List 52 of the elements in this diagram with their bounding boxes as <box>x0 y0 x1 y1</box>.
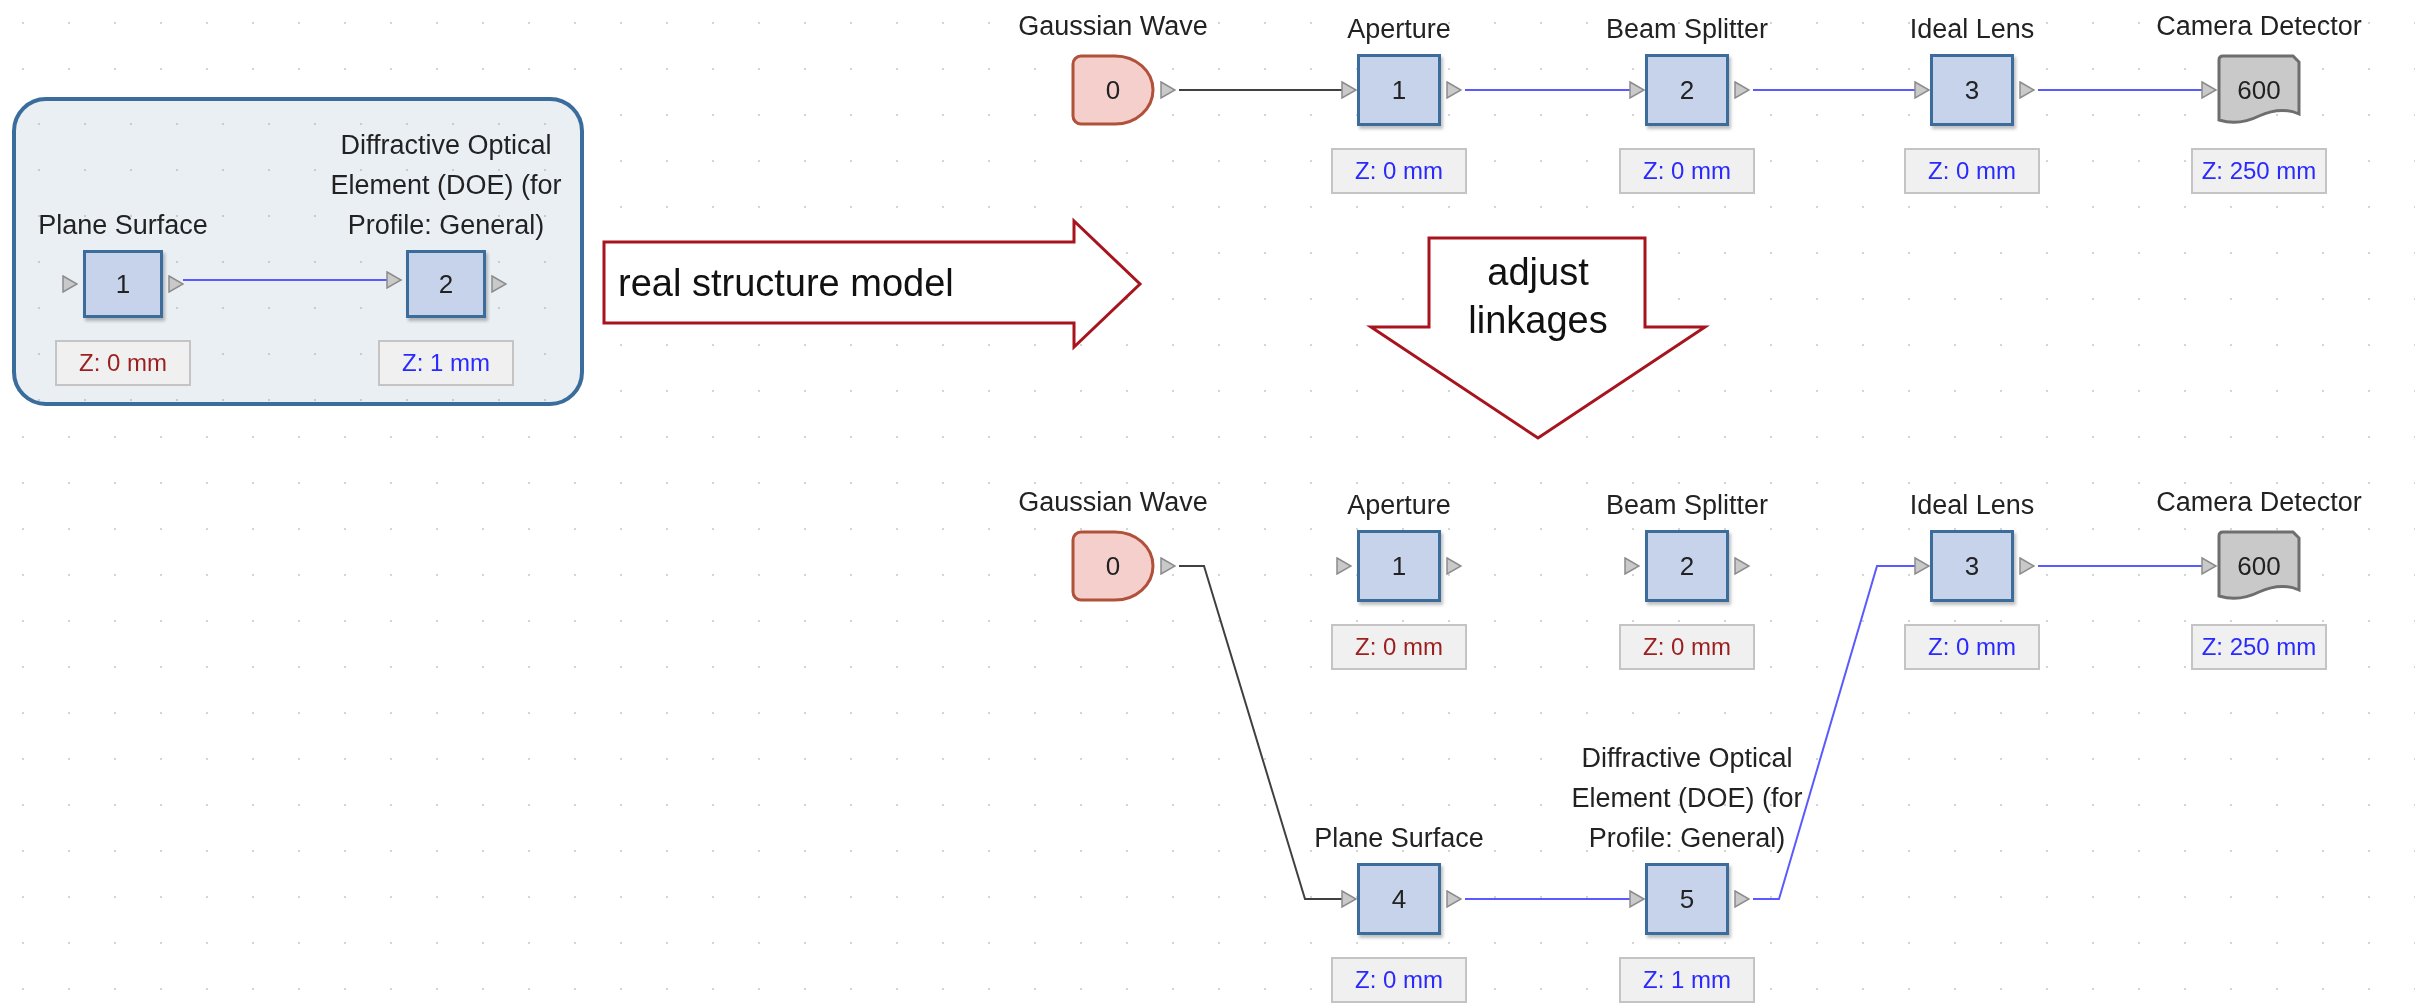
connector-arrow <box>1464 81 1645 99</box>
component-number: 2 <box>1679 74 1695 106</box>
component-title: Gaussian Wave <box>1017 486 1209 519</box>
group-panel <box>12 97 584 406</box>
component-title: Aperture <box>1346 489 1452 522</box>
z-position-label: Z: 250 mm <box>2191 624 2327 670</box>
z-position-label: Z: 0 mm <box>1619 148 1755 194</box>
arrow-label: real structure model <box>618 261 955 306</box>
connector-arrow <box>2037 81 2217 99</box>
z-position-label: Z: 0 mm <box>1331 148 1467 194</box>
component-title: Beam Splitter <box>1604 489 1770 522</box>
z-position-label: Z: 0 mm <box>1331 624 1467 670</box>
component-title: Plane Surface <box>1313 822 1485 855</box>
component-number: 1 <box>1391 74 1407 106</box>
connector-arrow <box>1178 81 1357 99</box>
component-number: 3 <box>1964 74 1980 106</box>
component-number: 0 <box>1105 74 1121 106</box>
component-number: 0 <box>1105 550 1121 582</box>
z-position-label: Z: 0 mm <box>1904 148 2040 194</box>
component-number: 1 <box>115 268 131 300</box>
z-position-label: Z: 0 mm <box>1619 624 1755 670</box>
component-number: 2 <box>438 268 454 300</box>
component-title: Diffractive Optical Element (DOE) (for Profile: General) <box>1570 742 1804 855</box>
component-title: Ideal Lens <box>1908 489 2036 522</box>
z-position-label: Z: 0 mm <box>55 340 191 386</box>
z-position-label: Z: 0 mm <box>1904 624 2040 670</box>
connector-arrow <box>1752 557 1930 900</box>
z-position-label: Z: 1 mm <box>1619 957 1755 1003</box>
arrow-label: adjust linkages <box>1467 250 1609 343</box>
component-number: 600 <box>2237 74 2281 106</box>
connector-arrow <box>1464 890 1645 908</box>
z-position-label: Z: 250 mm <box>2191 148 2327 194</box>
component-number: 600 <box>2237 550 2281 582</box>
component-number: 3 <box>1964 550 1980 582</box>
z-position-label: Z: 1 mm <box>378 340 514 386</box>
component-title: Ideal Lens <box>1908 13 2036 46</box>
component-number: 2 <box>1679 550 1695 582</box>
connector-arrow <box>1178 565 1357 908</box>
component-title: Camera Detector <box>2155 486 2363 519</box>
component-title: Diffractive Optical Element (DOE) (for Profile: General) <box>329 129 563 242</box>
connector-arrow <box>1752 81 1930 99</box>
component-title: Gaussian Wave <box>1017 10 1209 43</box>
component-number: 5 <box>1679 883 1695 915</box>
component-title: Aperture <box>1346 13 1452 46</box>
component-title: Beam Splitter <box>1604 13 1770 46</box>
connector-arrow <box>2037 557 2217 575</box>
connector-arrow <box>182 271 402 289</box>
z-position-label: Z: 0 mm <box>1331 957 1467 1003</box>
component-title: Plane Surface <box>37 209 209 242</box>
component-number: 1 <box>1391 550 1407 582</box>
component-number: 4 <box>1391 883 1407 915</box>
component-title: Camera Detector <box>2155 10 2363 43</box>
